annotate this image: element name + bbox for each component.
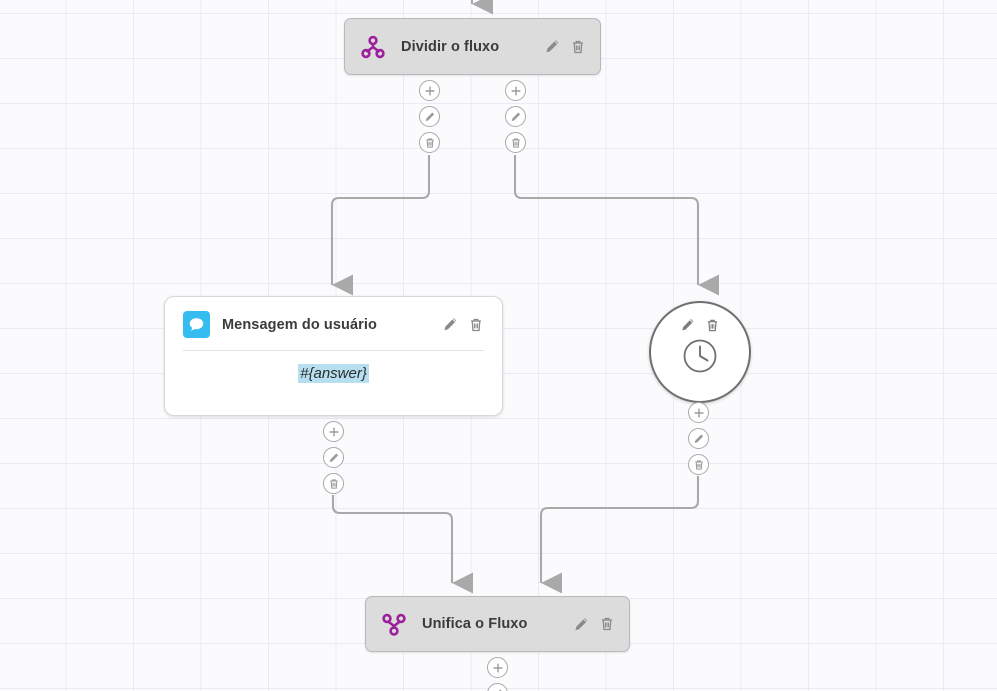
user-message-node-title: Mensagem do usuário xyxy=(222,316,377,333)
pencil-icon[interactable] xyxy=(442,316,459,333)
edge-timer-to-merge xyxy=(539,476,700,594)
plus-icon[interactable] xyxy=(419,80,440,101)
pencil-icon[interactable] xyxy=(419,106,440,127)
trash-icon[interactable] xyxy=(599,616,615,632)
split-flow-icon xyxy=(359,33,387,61)
message-variable-value[interactable]: #{answer} xyxy=(298,364,369,383)
trash-icon[interactable] xyxy=(570,39,586,55)
trash-icon[interactable] xyxy=(468,317,484,333)
pencil-icon[interactable] xyxy=(688,428,709,449)
pencil-icon[interactable] xyxy=(487,683,508,691)
user-message-node-body: #{answer} xyxy=(165,351,502,401)
merge-flow-node-title: Unifica o Fluxo xyxy=(422,616,528,632)
split-left-port-actions[interactable] xyxy=(419,80,440,153)
timer-port-actions[interactable] xyxy=(688,402,709,475)
pencil-icon[interactable] xyxy=(573,616,590,633)
pencil-icon[interactable] xyxy=(544,38,561,55)
user-message-node-header: Mensagem do usuário xyxy=(165,297,502,350)
trash-icon[interactable] xyxy=(705,317,720,333)
pencil-icon[interactable] xyxy=(680,317,696,333)
split-flow-node-title: Dividir o fluxo xyxy=(401,38,500,55)
timer-node[interactable] xyxy=(649,301,751,403)
pencil-icon[interactable] xyxy=(505,106,526,127)
edge-user-message-to-merge xyxy=(331,495,473,594)
edge-split-right-to-timer xyxy=(513,155,719,296)
merge-flow-icon xyxy=(380,610,408,638)
trash-icon[interactable] xyxy=(419,132,440,153)
merge-flow-node[interactable]: Unifica o Fluxo xyxy=(365,596,630,652)
split-flow-node[interactable]: Dividir o fluxo xyxy=(344,18,601,75)
user-message-node[interactable]: Mensagem do usuário xyxy=(164,296,503,416)
user-message-node-divider xyxy=(183,350,484,351)
chat-bubble-icon xyxy=(183,311,210,338)
plus-icon[interactable] xyxy=(505,80,526,101)
merge-port-actions[interactable] xyxy=(487,657,508,691)
plus-icon[interactable] xyxy=(487,657,508,678)
edge-split-left-to-user-message xyxy=(330,155,431,296)
trash-icon[interactable] xyxy=(323,473,344,494)
timer-node-actions[interactable] xyxy=(680,317,720,333)
trash-icon[interactable] xyxy=(688,454,709,475)
pencil-icon[interactable] xyxy=(323,447,344,468)
split-right-port-actions[interactable] xyxy=(505,80,526,153)
clock-icon xyxy=(680,336,720,376)
plus-icon[interactable] xyxy=(688,402,709,423)
plus-icon[interactable] xyxy=(323,421,344,442)
user-message-port-actions[interactable] xyxy=(323,421,344,494)
trash-icon[interactable] xyxy=(505,132,526,153)
